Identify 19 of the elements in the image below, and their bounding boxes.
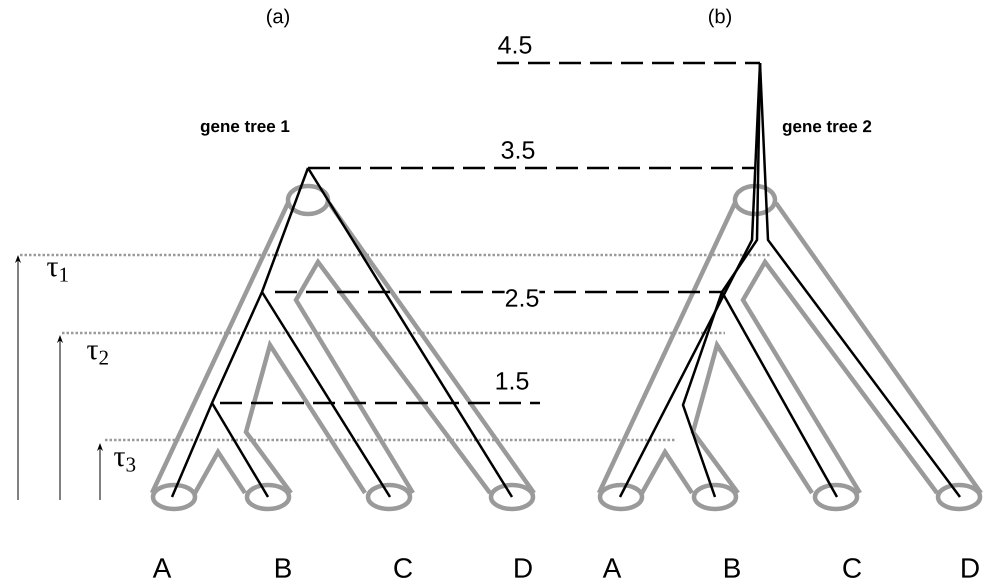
- tree-title: gene tree 1: [200, 120, 290, 136]
- time-value: 3.5: [502, 141, 534, 159]
- species-label: C: [394, 558, 412, 578]
- species-label: A: [602, 558, 622, 578]
- time-value: 1.5: [496, 372, 528, 390]
- time-value: 2.5: [504, 289, 540, 307]
- species-label: D: [515, 558, 532, 578]
- species-label: B: [276, 558, 291, 578]
- species-label: C: [843, 558, 862, 578]
- time-symbol: τ$_{2}$: [87, 345, 108, 365]
- time-value: 4.5: [498, 36, 532, 54]
- panel-label: (b): [709, 8, 731, 28]
- species-label: A: [152, 558, 172, 578]
- time-symbol: τ$_{1}$: [47, 262, 68, 282]
- species-label: D: [962, 558, 979, 578]
- species-label: B: [724, 558, 740, 578]
- time-symbol: τ$_{3}$: [114, 452, 136, 472]
- tree-title: gene tree 2: [782, 120, 872, 136]
- panel-label: (a): [267, 8, 289, 28]
